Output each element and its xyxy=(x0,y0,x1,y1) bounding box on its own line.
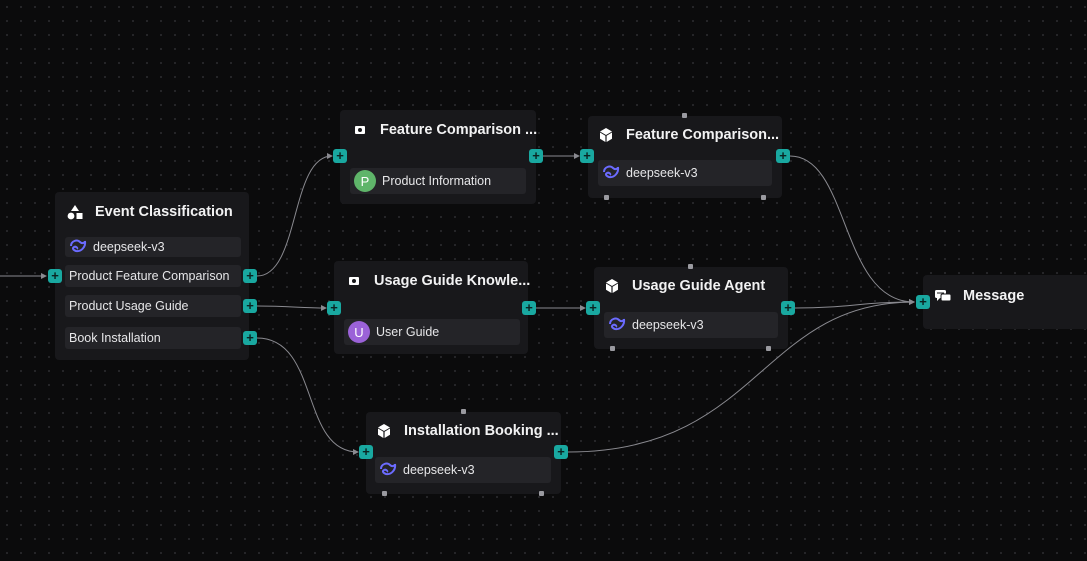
node-feature-comparison-knowledge[interactable]: Feature Comparison ... P Product Informa… xyxy=(340,110,538,204)
resize-handle[interactable] xyxy=(604,195,609,200)
knowledge-base-icon xyxy=(344,271,364,291)
resize-handle[interactable] xyxy=(682,113,687,118)
output-port[interactable] xyxy=(522,301,536,315)
edge-install-to-booking xyxy=(256,337,359,455)
node-title: Event Classification xyxy=(95,204,233,220)
model-name: deepseek-v3 xyxy=(632,318,704,332)
deepseek-logo-icon xyxy=(69,238,87,257)
node-usage-guide-agent[interactable]: Usage Guide Agent deepseek-v3 xyxy=(594,267,788,349)
edge-booking-to-message xyxy=(567,299,915,453)
deepseek-logo-icon xyxy=(602,164,620,183)
node-message[interactable]: Message xyxy=(923,275,1087,329)
node-event-classification[interactable]: Event Classification deepseek-v3 Product… xyxy=(55,192,249,360)
category-usage-guide[interactable]: Product Usage Guide xyxy=(65,295,241,317)
node-title: Feature Comparison... xyxy=(626,127,780,143)
resize-handle[interactable] xyxy=(766,346,771,351)
input-port[interactable] xyxy=(916,295,930,309)
resize-handle[interactable] xyxy=(610,346,615,351)
model-selector[interactable]: deepseek-v3 xyxy=(375,457,551,483)
edge-usage-to-kb xyxy=(256,304,327,311)
resize-handle[interactable] xyxy=(461,409,466,414)
node-title: Message xyxy=(963,288,1025,304)
dataset-item[interactable]: U User Guide xyxy=(344,319,520,345)
input-port[interactable] xyxy=(48,269,62,283)
model-selector[interactable]: deepseek-v3 xyxy=(604,312,778,338)
dataset-avatar: U xyxy=(348,321,370,343)
category-label: Product Feature Comparison xyxy=(69,269,230,283)
node-title: Usage Guide Agent xyxy=(632,278,766,294)
model-selector[interactable]: deepseek-v3 xyxy=(598,160,772,186)
deepseek-logo-icon xyxy=(608,316,626,335)
resize-handle[interactable] xyxy=(382,491,387,496)
resize-handle[interactable] xyxy=(539,491,544,496)
node-title: Feature Comparison ... xyxy=(380,122,538,138)
dataset-name: User Guide xyxy=(376,325,440,339)
model-name: deepseek-v3 xyxy=(93,240,165,254)
input-port[interactable] xyxy=(327,301,341,315)
node-installation-booking[interactable]: Installation Booking ... deepseek-v3 xyxy=(366,412,561,494)
agent-cube-icon xyxy=(596,125,616,145)
deepseek-logo-icon xyxy=(379,461,397,480)
node-title: Installation Booking ... xyxy=(404,423,559,439)
message-icon xyxy=(933,286,953,306)
output-port[interactable] xyxy=(529,149,543,163)
knowledge-base-icon xyxy=(350,120,370,140)
output-port[interactable] xyxy=(781,301,795,315)
category-feature-comparison[interactable]: Product Feature Comparison xyxy=(65,265,241,287)
output-port-feature-comparison[interactable] xyxy=(243,269,257,283)
category-label: Book Installation xyxy=(69,331,161,345)
input-port[interactable] xyxy=(333,149,347,163)
output-port[interactable] xyxy=(554,445,568,459)
dataset-item[interactable]: P Product Information xyxy=(350,168,526,194)
category-label: Product Usage Guide xyxy=(69,299,189,313)
output-port[interactable] xyxy=(776,149,790,163)
dataset-name: Product Information xyxy=(382,174,492,188)
category-book-installation[interactable]: Book Installation xyxy=(65,327,241,349)
agent-cube-icon xyxy=(602,276,622,296)
categorize-icon xyxy=(65,202,85,222)
edge-featureagent-to-message xyxy=(789,155,915,305)
input-port[interactable] xyxy=(359,445,373,459)
dataset-avatar: P xyxy=(354,170,376,192)
output-port-usage-guide[interactable] xyxy=(243,299,257,313)
node-title: Usage Guide Knowle... xyxy=(374,273,531,289)
node-usage-guide-knowledge[interactable]: Usage Guide Knowle... U User Guide xyxy=(334,261,531,354)
model-name: deepseek-v3 xyxy=(626,166,698,180)
edge-feature-to-kb xyxy=(256,153,333,277)
output-port-book-installation[interactable] xyxy=(243,331,257,345)
node-feature-comparison-agent[interactable]: Feature Comparison... deepseek-v3 xyxy=(588,116,782,198)
resize-handle[interactable] xyxy=(761,195,766,200)
model-name: deepseek-v3 xyxy=(403,463,475,477)
input-port[interactable] xyxy=(580,149,594,163)
resize-handle[interactable] xyxy=(688,264,693,269)
model-selector[interactable]: deepseek-v3 xyxy=(65,237,241,257)
agent-cube-icon xyxy=(374,421,394,441)
input-port[interactable] xyxy=(586,301,600,315)
